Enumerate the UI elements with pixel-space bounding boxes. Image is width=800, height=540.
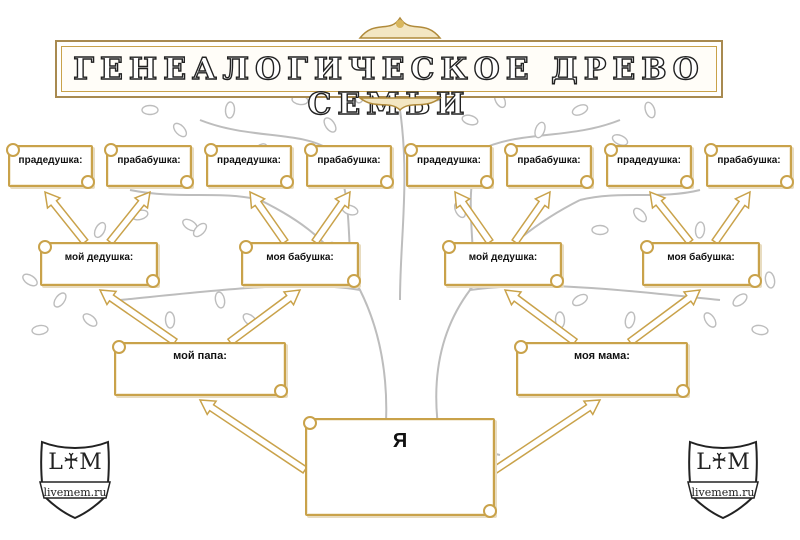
father-label: мой папа:	[173, 350, 227, 362]
leaf	[141, 104, 159, 116]
mother-label: моя мама:	[574, 350, 630, 362]
mother-box[interactable]: моя мама:	[514, 340, 690, 398]
leaf	[572, 293, 588, 307]
logo-monogram: L♰M	[696, 450, 750, 475]
great-grandmother-box-4[interactable]: прабабушка:	[704, 143, 794, 189]
shield-icon	[39, 440, 111, 520]
me-label: Я	[392, 430, 408, 452]
leaf	[31, 324, 49, 336]
leaf	[224, 101, 236, 119]
grandfather-label: мой дедушка:	[64, 252, 134, 263]
grandfather-label: мой дедушка:	[468, 252, 538, 263]
leaf	[323, 117, 337, 133]
me-box[interactable]: Я	[303, 416, 497, 518]
leaf	[192, 222, 208, 238]
page-title: Генеалогическое древо семьи	[73, 51, 705, 122]
grandmother-box-1[interactable]: моя бабушка:	[239, 240, 361, 288]
title-frame: Генеалогическое древо семьи	[55, 40, 723, 123]
great-grandfather-box-4[interactable]: прадедушка:	[604, 143, 694, 189]
leaf	[624, 311, 636, 329]
leaf	[611, 134, 629, 146]
great-grandfather-box-3[interactable]: прадедушка:	[404, 143, 494, 189]
connector-arrow	[649, 190, 694, 246]
great-grandmother-box-3[interactable]: прабабушка:	[504, 143, 594, 189]
logo-left: L♰M livemem.ru	[36, 436, 114, 520]
leaf	[591, 224, 609, 236]
leaf	[764, 271, 776, 289]
connector-arrow	[98, 289, 179, 346]
shield-icon	[687, 440, 759, 520]
grandmother-label: моя бабушка:	[667, 252, 735, 263]
great-grandfather-label: прадедушка:	[217, 155, 281, 166]
great-grandmother-label: прабабушка:	[317, 155, 381, 166]
title-ornament-bottom	[357, 97, 443, 112]
connector-arrow	[311, 190, 351, 246]
great-grandmother-label: прабабушка:	[517, 155, 581, 166]
connector-arrow	[226, 289, 302, 346]
grandmother-label: моя бабушка:	[266, 252, 334, 263]
leaf	[732, 293, 748, 307]
connector-arrow	[626, 289, 702, 346]
great-grandmother-box-1[interactable]: прабабушка:	[104, 143, 194, 189]
leaf	[751, 324, 769, 336]
connector-arrow	[492, 399, 602, 474]
great-grandfather-label: прадедушка:	[617, 155, 681, 166]
connector-arrow	[454, 190, 494, 246]
great-grandmother-label: прабабушка:	[117, 155, 181, 166]
connector-arrow	[711, 190, 751, 246]
leaf	[93, 221, 107, 239]
logo-right: L♰M livemem.ru	[684, 436, 762, 520]
connector-arrow	[511, 190, 551, 246]
leaf	[534, 121, 546, 139]
leaf	[644, 101, 656, 119]
connector-arrow	[44, 190, 89, 246]
leaf	[22, 273, 38, 287]
leaf	[571, 104, 589, 116]
great-grandmother-label: прабабушка:	[717, 155, 781, 166]
connector-arrow	[106, 190, 151, 246]
logo-url: livemem.ru	[691, 486, 755, 499]
connector-arrow	[198, 399, 308, 474]
connector-arrow	[503, 289, 579, 346]
leaf	[461, 114, 479, 126]
logo-monogram: L♰M	[48, 450, 102, 475]
leaf	[172, 122, 188, 138]
father-box[interactable]: мой папа:	[112, 340, 288, 398]
leaf	[214, 291, 226, 309]
leaf	[53, 292, 67, 308]
leaf	[82, 313, 98, 327]
leaf	[703, 312, 717, 328]
great-grandfather-label: прадедушка:	[417, 155, 481, 166]
great-grandfather-box-2[interactable]: прадедушка:	[204, 143, 294, 189]
logo-url: livemem.ru	[43, 486, 107, 499]
leaf	[632, 207, 648, 223]
leaf	[164, 311, 176, 329]
leaf	[694, 221, 706, 239]
great-grandmother-box-2[interactable]: прабабушка:	[304, 143, 394, 189]
title-ornament-top	[358, 16, 442, 39]
grandfather-box-2[interactable]: мой дедушка:	[442, 240, 564, 288]
connector-arrow	[249, 190, 289, 246]
grandfather-box-1[interactable]: мой дедушка:	[38, 240, 160, 288]
great-grandfather-box-1[interactable]: прадедушка:	[6, 143, 95, 189]
great-grandfather-label: прадедушка:	[18, 155, 83, 166]
grandmother-box-2[interactable]: моя бабушка:	[640, 240, 762, 288]
